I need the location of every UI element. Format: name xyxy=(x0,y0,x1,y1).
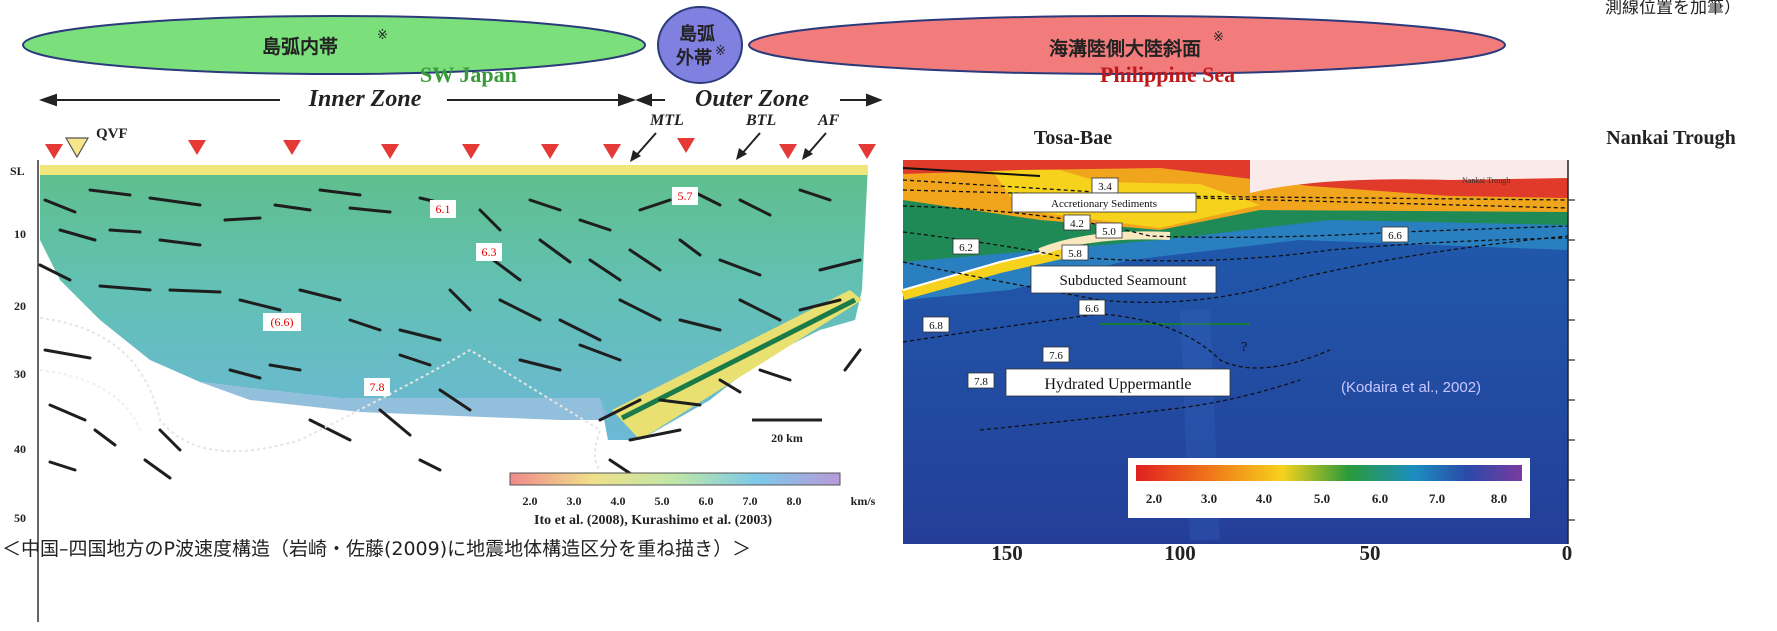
inner-zone-label: Inner Zone xyxy=(308,86,422,112)
y-tick-50: 50 xyxy=(14,511,26,525)
zone-trench-slope-note: ※ xyxy=(1213,30,1224,45)
label-3-4: 3.4 xyxy=(1098,181,1112,193)
btl-label: BTL xyxy=(745,112,776,129)
region-philippine-sea: Philippine Sea xyxy=(1100,62,1235,87)
af-label: AF xyxy=(817,112,840,129)
zone-outer-arc-line2: 外帯 xyxy=(676,47,712,69)
left-velocity-section: SW Japan Philippine Sea Inner Zone Outer… xyxy=(10,62,1235,622)
left-citation: Ito et al. (2008), Kurashimo et al. (200… xyxy=(534,513,772,528)
caption: ＜中国–四国地方のP波速度構造（岩崎・佐藤(2009)に地震地体構造区分を重ね描… xyxy=(2,538,751,560)
volcano-icon xyxy=(779,144,797,159)
trough-small-label: Nankai Trough xyxy=(1462,176,1510,185)
velocity-label-6-3: 6.3 xyxy=(482,245,497,259)
right-colorbar-tick: 2.0 xyxy=(1146,491,1162,506)
label-5-8: 5.8 xyxy=(1068,248,1082,260)
volcano-icon xyxy=(462,144,480,159)
right-colorbar-tick: 4.0 xyxy=(1256,491,1272,506)
label-hydrated-uppermantle: Hydrated Uppermantle xyxy=(1044,376,1191,393)
zone-outer-arc-line1: 島弧 xyxy=(679,23,715,45)
left-velocity-body xyxy=(40,165,868,440)
y-tick-40: 40 xyxy=(14,442,26,456)
left-colorbar-tick: 5.0 xyxy=(655,494,670,508)
zone-outer-arc: 島弧 外帯 ※ xyxy=(657,6,743,84)
right-x-tick: 100 xyxy=(1164,541,1196,565)
right-velocity-section: Tosa-Bae Nankai Trough Nankai Trough 3.4 xyxy=(901,127,1736,565)
right-x-ticks: 150 100 50 0 xyxy=(991,541,1572,565)
right-colorbar-tick: 3.0 xyxy=(1201,491,1217,506)
volcano-icon xyxy=(858,144,876,159)
label-7-6: 7.6 xyxy=(1049,350,1063,362)
left-colorbar-tick: 7.0 xyxy=(743,494,758,508)
zone-inner-arc: 島弧内帯 ※ xyxy=(22,15,646,75)
label-6-6-b: 6.6 xyxy=(1085,303,1099,315)
zone-inner-arc-label: 島弧内帯 xyxy=(262,35,338,58)
y-tick-20: 20 xyxy=(14,299,26,313)
velocity-label-5-7: 5.7 xyxy=(678,189,693,203)
inner-zone-arrow xyxy=(39,93,636,107)
label-accretionary-sediments: Accretionary Sediments xyxy=(1051,198,1157,210)
right-colorbar-tick: 7.0 xyxy=(1429,491,1445,506)
right-colorbar-tick: 5.0 xyxy=(1314,491,1330,506)
volcano-icon xyxy=(188,140,206,155)
volcano-icon xyxy=(45,144,63,159)
volcano-icon xyxy=(541,144,559,159)
volcano-markers xyxy=(45,138,876,159)
zone-inner-arc-note: ※ xyxy=(377,28,388,43)
left-colorbar-tick: 8.0 xyxy=(787,494,802,508)
volcano-icon xyxy=(283,140,301,155)
outer-zone-label: Outer Zone xyxy=(695,86,809,112)
zone-outer-arc-note: ※ xyxy=(715,44,726,59)
right-x-tick: 50 xyxy=(1360,541,1381,565)
right-value-labels: 3.4 Accretionary Sediments 4.2 5.0 6.2 5… xyxy=(922,177,1409,397)
y-tick-10: 10 xyxy=(14,227,26,241)
right-citation: (Kodaira et al., 2002) xyxy=(1341,379,1481,396)
y-tick-sl: SL xyxy=(10,164,25,178)
label-subducted-seamount: Subducted Seamount xyxy=(1059,273,1187,289)
zone-trench-slope: 海溝陸側大陸斜面 ※ xyxy=(748,15,1506,75)
label-4-2: 4.2 xyxy=(1070,218,1084,230)
velocity-label-6-1: 6.1 xyxy=(436,202,451,216)
outer-zone-arrow xyxy=(635,93,883,107)
label-6-8: 6.8 xyxy=(929,320,943,332)
right-title-nankai-trough: Nankai Trough xyxy=(1606,127,1736,149)
left-colorbar-tick: 2.0 xyxy=(523,494,538,508)
label-7-8: 7.8 xyxy=(974,376,988,388)
question-mark: ? xyxy=(1241,340,1247,355)
right-x-tick: 0 xyxy=(1562,541,1573,565)
label-5-0: 5.0 xyxy=(1102,226,1116,238)
left-colorbar-ticks: 2.0 3.0 4.0 5.0 6.0 7.0 8.0 xyxy=(523,494,802,508)
left-y-ticks: SL 10 20 30 40 50 xyxy=(10,164,26,525)
qvf-volcano-icon xyxy=(64,137,90,159)
right-colorbar-tick: 8.0 xyxy=(1491,491,1507,506)
left-colorbar-tick: 3.0 xyxy=(567,494,582,508)
right-title-tosa-bae: Tosa-Bae xyxy=(1034,127,1112,149)
label-6-2: 6.2 xyxy=(959,242,973,254)
top-note: 測線位置を加筆） xyxy=(1605,0,1741,18)
mtl-label: MTL xyxy=(649,112,684,129)
label-6-6-a: 6.6 xyxy=(1388,230,1402,242)
right-contours xyxy=(902,179,1569,431)
volcano-icon xyxy=(381,144,399,159)
scale-bar-label: 20 km xyxy=(771,431,803,445)
right-colorbar-ticks: 2.0 3.0 4.0 5.0 6.0 7.0 8.0 xyxy=(1146,491,1507,506)
right-x-tick: 150 xyxy=(991,541,1023,565)
zone-trench-slope-label: 海溝陸側大陸斜面 xyxy=(1049,37,1201,60)
left-colorbar-unit: km/s xyxy=(851,494,876,508)
qvf-label: QVF xyxy=(96,126,128,142)
region-sw-japan: SW Japan xyxy=(420,62,517,87)
y-tick-30: 30 xyxy=(14,367,26,381)
left-velocity-labels: 6.1 5.7 6.3 (6.6) 7.8 xyxy=(263,187,698,396)
left-colorbar xyxy=(509,472,841,486)
left-colorbar-tick: 6.0 xyxy=(699,494,714,508)
volcano-icon xyxy=(603,144,621,159)
right-axis-ticks xyxy=(1568,199,1575,521)
velocity-label-6-6: (6.6) xyxy=(271,315,294,329)
volcano-icon xyxy=(677,138,695,153)
reflectors xyxy=(38,188,862,482)
velocity-label-7-8: 7.8 xyxy=(370,380,385,394)
right-colorbar xyxy=(1136,465,1522,481)
left-colorbar-tick: 4.0 xyxy=(611,494,626,508)
right-colorbar-tick: 6.0 xyxy=(1372,491,1388,506)
